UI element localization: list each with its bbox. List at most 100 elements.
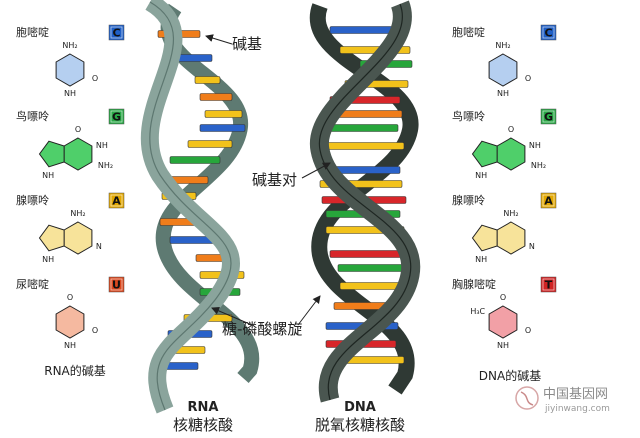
watermark-text: 中国基因网 (543, 387, 608, 402)
ring-shape (488, 305, 518, 339)
base-badge (108, 24, 125, 41)
rna-rung (169, 156, 221, 164)
atom-label: O (67, 293, 73, 302)
base-name: 胸腺嘧啶 (452, 277, 496, 291)
watermark: 中国基因网 jiyinwang.com (515, 386, 610, 414)
base-letter: G (112, 111, 121, 124)
base-entry: 胞嘧啶 C NH₂ NH O (16, 24, 125, 98)
atom-label: H₃C (470, 307, 485, 316)
dna-rung (321, 142, 405, 150)
base-letter: T (545, 279, 553, 292)
base-letter: U (112, 279, 121, 292)
base-badge (540, 24, 557, 41)
base-name: 鸟嘌呤 (16, 109, 49, 123)
atom-label: NH (497, 341, 509, 350)
atom-label: NH₂ (495, 41, 510, 50)
watermark-url: jiyinwang.com (544, 404, 610, 414)
rna-title-full: 核糖核酸 (173, 416, 233, 434)
ring-shape (471, 224, 498, 252)
atom-label: NH₂ (503, 209, 518, 218)
base-badge (108, 108, 125, 125)
atom-label: O (525, 326, 531, 335)
ring-shape (55, 305, 85, 339)
atom-label: NH (64, 341, 76, 350)
rna-backbone-back (155, 3, 260, 383)
dna-caption: DNA的碱基 (479, 368, 541, 383)
base-letter: C (544, 27, 552, 40)
backbone-arrow-dna (297, 295, 321, 326)
rna-rung (199, 93, 233, 101)
base-entry: 胞嘧啶 C NH₂ NH O (452, 24, 557, 98)
base-name: 腺嘌呤 (452, 193, 485, 207)
base-letter: A (112, 195, 121, 208)
rna-backbone-front-edge (149, 1, 232, 411)
atom-label: NH (64, 89, 76, 98)
base-name: 鸟嘌呤 (452, 109, 485, 123)
rna-rung (204, 110, 243, 118)
base-name: 胞嘧啶 (16, 25, 49, 39)
base-letter: C (112, 27, 120, 40)
ring-shape (55, 53, 85, 87)
base-label: 碱基 (232, 35, 262, 53)
base-letter: A (544, 195, 553, 208)
base-pair-label: 碱基对 (252, 171, 297, 189)
atom-label: O (92, 326, 98, 335)
ring-shape (471, 140, 498, 168)
atom-label: NH₂ (62, 41, 77, 50)
base-entry: 胸腺嘧啶 T O NH O H₃C (452, 276, 557, 350)
ring-shape (63, 137, 93, 171)
backbone-label: 糖-磷酸螺旋 (222, 320, 302, 338)
base-entry: 腺嘌呤 A NH₂ N NH (452, 192, 557, 264)
base-entry: 腺嘌呤 A NH₂ N NH (16, 192, 125, 264)
rna-rung (199, 124, 246, 132)
dna-title-full: 脱氧核糖核酸 (315, 416, 405, 434)
watermark-logo-icon (515, 386, 539, 410)
atom-label: NH₂ (531, 161, 546, 170)
dna-rung (329, 250, 409, 258)
base-pair-arrow (301, 162, 331, 179)
atom-label: NH₂ (70, 209, 85, 218)
rna-rung (187, 140, 233, 148)
ring-shape (496, 221, 526, 255)
ring-shape (38, 140, 65, 168)
atom-label: N (529, 242, 535, 251)
dna-title-abbr: DNA (344, 400, 376, 415)
atom-label: O (508, 125, 514, 134)
atom-label: NH (475, 171, 487, 180)
atom-label: O (75, 125, 81, 134)
base-badge (540, 192, 557, 209)
atom-label: NH (497, 89, 509, 98)
base-badge (540, 276, 557, 293)
atom-label: NH (96, 141, 108, 150)
dna-rung (337, 264, 411, 272)
dna-bases-panel: 胞嘧啶 C NH₂ NH O 鸟嘌呤 G O NH NH₂ NH 腺嘌呤 A NH₂ N NH 胸腺嘧啶 T O NH… (452, 24, 557, 350)
atom-label: N (96, 242, 102, 251)
atom-label: O (92, 74, 98, 83)
ring-shape (488, 53, 518, 87)
atom-label: NH (529, 141, 541, 150)
atom-label: NH (42, 255, 54, 264)
atom-label: O (500, 293, 506, 302)
rna-title-abbr: RNA (188, 400, 219, 415)
rna-caption: RNA的碱基 (44, 363, 106, 378)
base-entry: 鸟嘌呤 G O NH NH₂ NH (452, 108, 557, 180)
rna-rung (194, 76, 221, 84)
base-arrow (205, 34, 233, 45)
dna-helix (309, 0, 421, 403)
rna-helix (140, 0, 260, 414)
base-name: 胞嘧啶 (452, 25, 485, 39)
base-name: 腺嘌呤 (16, 193, 49, 207)
base-badge (540, 108, 557, 125)
backbone-arrow-rna (211, 307, 253, 326)
atom-label: NH (475, 255, 487, 264)
dna-backbone-front-edge (318, 3, 412, 401)
base-letter: G (544, 111, 553, 124)
base-badge (108, 276, 125, 293)
rna-rung (164, 362, 199, 370)
atom-label: O (525, 74, 531, 83)
